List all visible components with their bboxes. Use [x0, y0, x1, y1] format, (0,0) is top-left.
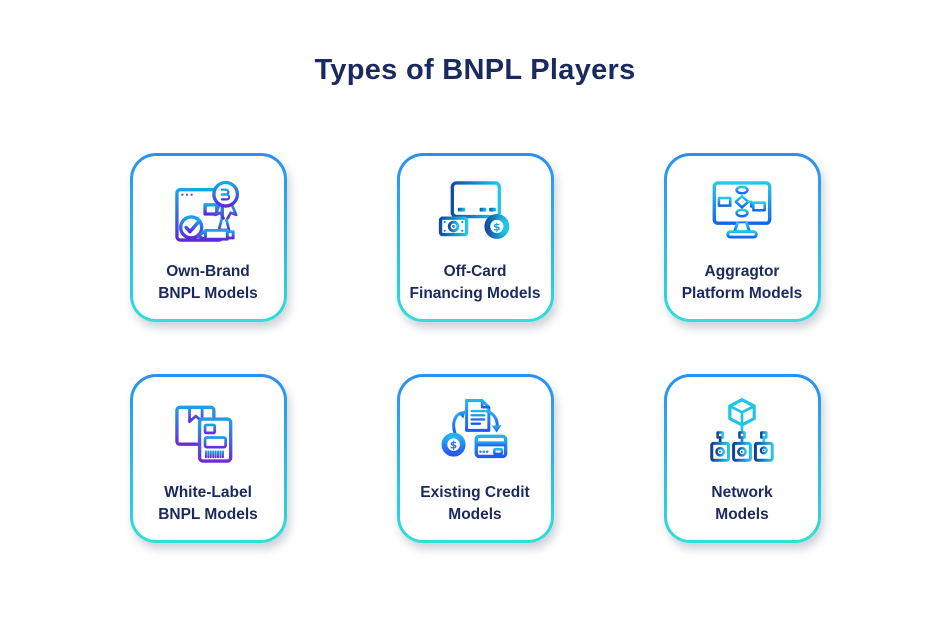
card-off-card: $ Off-Card Financing Models — [397, 153, 554, 322]
label-line-2: BNPL Models — [158, 506, 258, 523]
card-label-existing-credit: Existing Credit Models — [420, 482, 529, 526]
monitor-flowchart-icon — [699, 169, 785, 259]
card-label-off-card: Off-Card Financing Models — [410, 261, 541, 305]
cube-network-icon — [699, 390, 785, 480]
page-title: Types of BNPL Players — [314, 54, 636, 86]
cards-grid: Own-Brand BNPL Models — [0, 153, 950, 543]
svg-text:$: $ — [493, 220, 501, 233]
label-line-2: Models — [715, 506, 769, 523]
card-network: Network Models — [664, 374, 821, 543]
card-label-white-label: White-Label BNPL Models — [158, 482, 258, 526]
package-receipt-icon — [165, 390, 251, 480]
label-line-2: BNPL Models — [158, 285, 258, 302]
card-cash-coin-icon: $ — [432, 169, 518, 259]
document-exchange-icon: $ — [432, 390, 518, 480]
card-label-aggregator: Aggragtor Platform Models — [682, 261, 803, 305]
card-white-label: White-Label BNPL Models — [130, 374, 287, 543]
card-existing-credit: $ Existing Credit Models — [397, 374, 554, 543]
label-line-1: Off-Card — [443, 263, 507, 280]
card-label-own-brand: Own-Brand BNPL Models — [158, 261, 258, 305]
label-line-2: Financing Models — [409, 285, 541, 302]
label-line-2: Models — [448, 506, 502, 523]
label-line-1: Own-Brand — [166, 263, 250, 280]
label-line-1: Network — [711, 484, 773, 501]
label-line-2: Platform Models — [681, 285, 803, 302]
card-own-brand: Own-Brand BNPL Models — [130, 153, 287, 322]
label-line-1: White-Label — [164, 484, 252, 501]
bnpl-infographic: Types of BNPL Players — [0, 54, 950, 543]
label-line-1: Aggragtor — [704, 263, 780, 280]
svg-text:$: $ — [450, 439, 457, 451]
label-line-1: Existing Credit — [420, 484, 530, 501]
card-label-network: Network Models — [711, 482, 772, 526]
browser-certificate-icon — [165, 169, 251, 259]
card-aggregator: Aggragtor Platform Models — [664, 153, 821, 322]
